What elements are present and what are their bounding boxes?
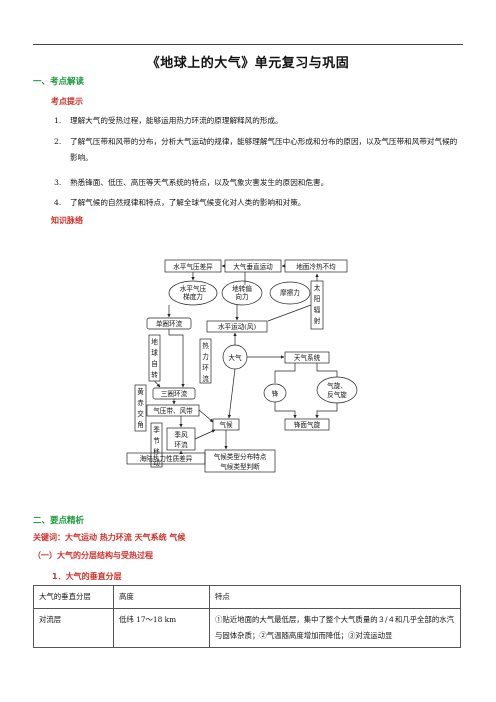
label-front: 锋 (272, 389, 279, 398)
label-seasonal-1: 季 (153, 425, 160, 434)
knowledge-map-diagram: 水平气压差异 大气垂直运动 地面冷热不均 水平气压 梯度力 地转偏 向力 摩擦力… (126, 259, 358, 473)
ellipse-coriolis (221, 280, 263, 306)
label-atmosphere: 大气 (228, 353, 242, 362)
item-number: 4. (54, 198, 62, 207)
label-coriolis-2: 向力 (235, 292, 248, 301)
label-solar-4: 射 (314, 316, 321, 325)
ellipse-cyclone (316, 376, 358, 404)
subsection-heading: （一）大气的分层结构与受热过程 (33, 551, 153, 560)
table-header-cell: 特点 (209, 585, 461, 609)
label-climate-dist-1: 气候类型分布特点 (214, 452, 267, 461)
label-horiz-wind: 水平运动(风) (218, 322, 257, 331)
label-solar-1: 太 (314, 283, 321, 292)
label-seasonal-4: 动 (153, 459, 160, 467)
box-belts (146, 404, 200, 417)
label-thermal-2: 力 (202, 352, 209, 361)
label-three-cell: 三圈环流 (161, 389, 188, 398)
label-pgf-2: 梯度力 (183, 292, 203, 301)
label-belts: 气压带、风带 (153, 406, 193, 415)
ellipse-friction (269, 281, 311, 305)
label-rotation-1: 地 (151, 337, 158, 346)
label-seasonal-2: 节 (153, 437, 160, 445)
label-solar-3: 辐 (314, 305, 321, 314)
label-seasonal-3: 移 (153, 447, 160, 456)
label-land-sea: 海陆热力性质差异 (140, 454, 193, 463)
box-horiz-wind (206, 320, 268, 333)
label-cyclone-1: 气旋、 (327, 381, 347, 390)
label-solar-2: 阳 (314, 294, 321, 303)
box-thermal (199, 338, 212, 384)
table-row: 对流层 低纬 17～18 km ①贴近地面的大气最低层，集中了整个大气质量的３/… (33, 608, 461, 648)
table-header-row: 大气的垂直分层 高度 特点 (33, 585, 461, 609)
label-climate: 气候 (219, 420, 233, 429)
section1-heading: 一、考点解读 (33, 77, 85, 87)
label-single-cell: 单圈环流 (156, 319, 183, 328)
table-header-cell: 高度 (113, 585, 210, 609)
label-rotation-2: 球 (151, 348, 158, 357)
label-rotation-4: 转 (151, 370, 158, 379)
label-coriolis-1: 地转偏 (232, 284, 252, 293)
box-weather-sys (284, 351, 330, 364)
label-monsoon-1: 季风 (174, 430, 188, 439)
label-uneven-heat: 地面冷热不均 (296, 262, 336, 271)
label-pgf-1: 水平气压 (180, 284, 207, 293)
item-text: 了解气压带和风带的分布，分析大气运动的规律，能够理解气压中心形成和分布的原因，以… (70, 137, 458, 162)
layers-table: 大气的垂直分层 高度 特点 对流层 低纬 17～18 km ①贴近地面的大气最低… (33, 585, 461, 648)
item-text: 熟悉锋面、低压、高压等天气系统的特点，以及气象灾害发生的原因和危害。 (70, 178, 329, 187)
item-number: 3. (54, 178, 62, 187)
table-header-cell: 大气的垂直分层 (33, 585, 114, 609)
label-thermal-4: 流 (202, 374, 209, 383)
section2-heading: 二、要点精析 (33, 516, 85, 526)
item-number: 2. (54, 137, 62, 146)
top-rule (33, 44, 463, 45)
tips-heading: 考点提示 (51, 97, 83, 106)
label-tilt-4: 角 (137, 420, 144, 429)
box-tilt (134, 384, 147, 432)
item-text: 了解气候的自然规律和特点，了解全球气候变化对人类的影响和对策。 (70, 198, 306, 207)
label-thermal-1: 热 (202, 341, 209, 350)
label-rotation-3: 自 (151, 359, 158, 368)
label-cyclone-2: 反气旋 (327, 390, 347, 399)
label-horiz-pressure: 水平气压差异 (173, 262, 213, 271)
sub-subsection-heading: 1．大气的垂直分层 (52, 572, 122, 581)
label-climate-dist-2: 气候类型判断 (220, 462, 260, 471)
table-cell: ①贴近地面的大气最低层，集中了整个大气质量的３/４和几乎全部的水汽与固体杂质；②… (209, 608, 461, 648)
label-frontal-cyclone: 锋面气旋 (294, 420, 321, 429)
page-title: 《地球上的大气》单元复习与巩固 (146, 56, 350, 71)
label-vert-motion: 大气垂直运动 (233, 262, 273, 271)
label-friction: 摩擦力 (280, 288, 300, 297)
label-monsoon-2: 环流 (174, 440, 188, 449)
item-number: 1. (54, 116, 62, 125)
keywords: 关键词：大气运动 热力环流 天气系统 气候 (33, 533, 186, 542)
table-cell: 低纬 17～18 km (113, 608, 210, 648)
label-thermal-3: 环 (202, 364, 209, 372)
label-tilt-2: 赤 (137, 399, 144, 407)
box-seasonal (150, 422, 163, 468)
table-cell: 对流层 (33, 608, 114, 648)
box-frontal-cyclone (284, 418, 330, 431)
map-heading: 知识脉络 (51, 216, 83, 225)
item-text: 理解大气的受热过程，能够运用热力环流的原理解释风的形成。 (70, 116, 283, 125)
ellipse-pgf (168, 280, 218, 306)
label-tilt-1: 黄 (137, 387, 144, 396)
label-weather-sys: 天气系统 (294, 353, 321, 362)
box-climate-dist (204, 449, 276, 473)
label-tilt-3: 交 (137, 409, 144, 418)
